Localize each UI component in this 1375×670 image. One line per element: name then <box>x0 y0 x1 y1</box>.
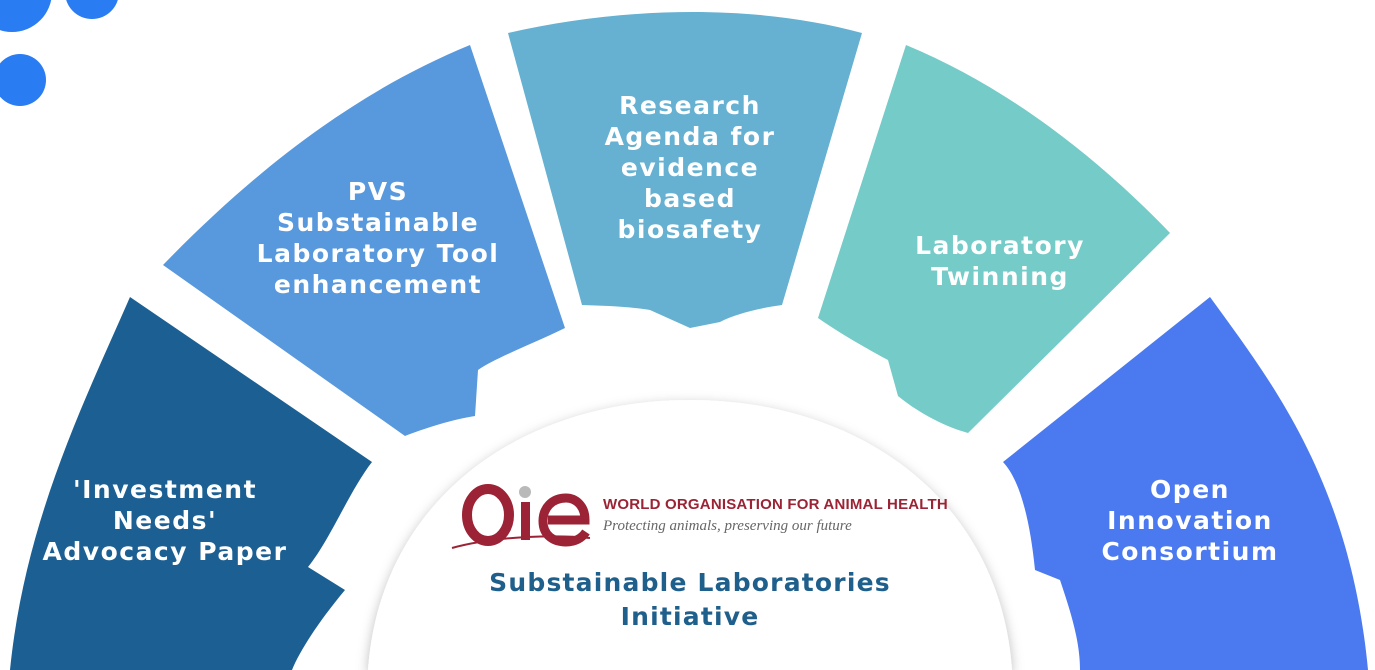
logo-letter-i <box>521 502 530 540</box>
oie-logo <box>451 484 591 549</box>
segment-pvs <box>163 45 565 436</box>
label-investment: 'Investment Needs' Advocacy Paper <box>42 475 288 566</box>
center-title: Substainable Laboratories Initiative <box>489 568 891 631</box>
logo-letter-e <box>538 493 590 547</box>
dot-top-left <box>0 0 52 32</box>
label-pvs: PVS Substainable Laboratory Tool enhance… <box>256 177 500 299</box>
center-hub <box>368 400 1012 670</box>
segment-consortium <box>1003 297 1368 670</box>
dot-top-right <box>66 0 118 19</box>
segment-twinning <box>818 45 1170 433</box>
logo-globe-icon <box>519 486 531 498</box>
segment-research <box>508 12 862 328</box>
label-research: Research Agenda for evidence based biosa… <box>604 91 776 244</box>
dot-bottom <box>0 54 46 106</box>
label-consortium: Open Innovation Consortium <box>1101 475 1279 566</box>
label-twinning: Laboratory Twinning <box>915 231 1085 291</box>
segment-investment <box>10 297 372 670</box>
decorative-dots <box>0 0 118 106</box>
logo-tagline: Protecting animals, preserving our futur… <box>603 518 852 534</box>
logo-swoosh <box>451 535 591 549</box>
logo-org-name: WORLD ORGANISATION FOR ANIMAL HEALTH <box>603 496 948 513</box>
